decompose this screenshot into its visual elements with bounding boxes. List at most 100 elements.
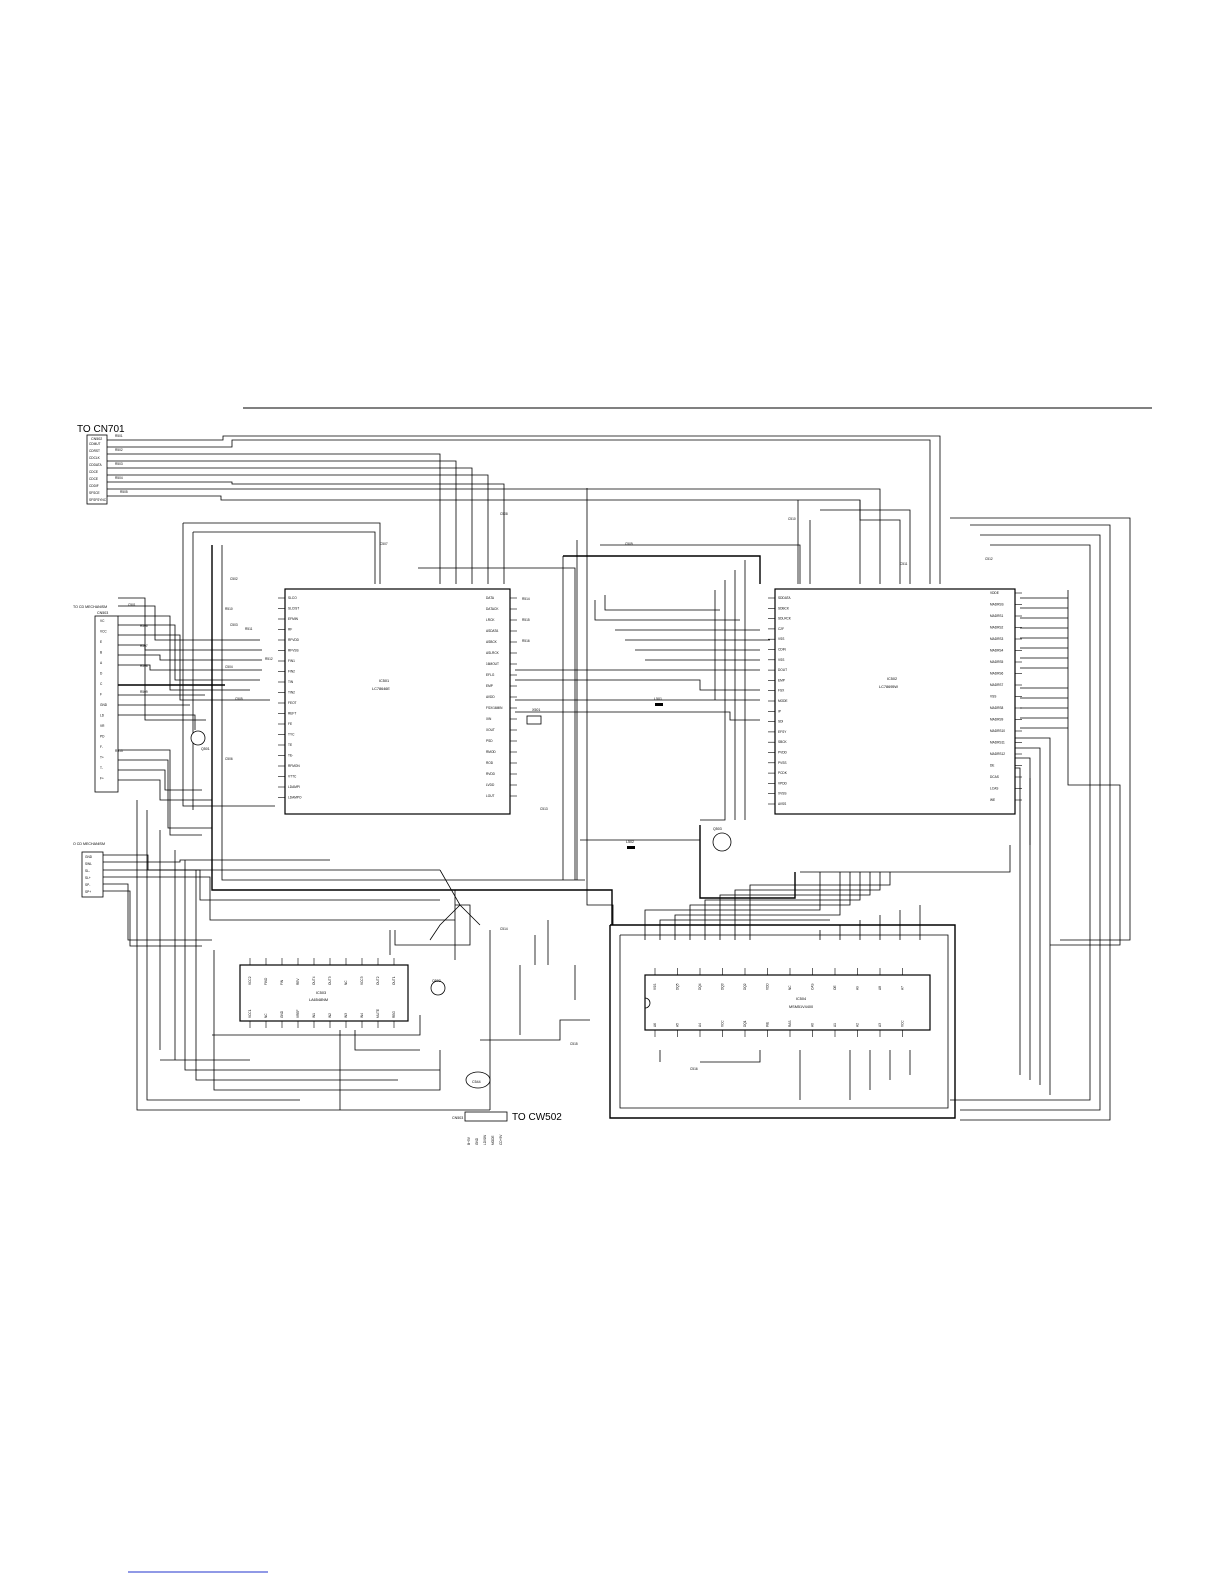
ic502-pin: WE: [990, 798, 995, 802]
ic502-pin: MADRSS: [990, 603, 1004, 607]
connector-mech1-pin: PD: [100, 735, 105, 739]
ic502-pin: LCAS: [990, 787, 998, 791]
connector-mech1-pin: B: [100, 651, 102, 655]
ic503-pin: MUTE: [376, 1009, 380, 1018]
ic504-pin: A1: [833, 1023, 837, 1027]
connector-mech1-pin: F: [100, 693, 102, 697]
ic503-pin: FWD: [264, 977, 268, 985]
capacitor-label: C508: [500, 512, 508, 516]
resistor-label: R512: [265, 657, 273, 661]
ic504-pin: VSS: [653, 984, 657, 990]
ic503-pin: OUT2: [376, 976, 380, 985]
connector-mech1: TO CD MECHANISM CN503 VCVCCEBADCFGNDLDVR…: [73, 605, 119, 793]
transistor-q503: Q503: [712, 827, 732, 852]
ic504-pin: A8: [878, 986, 882, 990]
connector-cw502-pin: MODE: [491, 1135, 495, 1145]
connector-cn701-pin: CDDIF: [89, 484, 99, 488]
ic501-pin: FIN2: [288, 670, 295, 674]
resistor-label: R509: [140, 690, 148, 694]
connector-cw502-pin: GND: [475, 1137, 479, 1145]
ic504-pin: A6: [653, 1023, 657, 1027]
ic502-pin: SBCK: [778, 740, 788, 744]
ic503-pin: REV: [296, 978, 300, 985]
ic502-pin: PVSS: [778, 761, 787, 765]
connector-mech1-pin: T-: [100, 766, 103, 770]
ic503-pin: VCC2: [248, 976, 252, 985]
ic503-pin: VCC3: [360, 976, 364, 985]
ic504-pin: DQ3: [721, 983, 725, 990]
ic504-ref: IC504: [796, 997, 806, 1001]
capacitor-label: C516: [690, 1067, 698, 1071]
ic502-pin: MODE: [778, 699, 788, 703]
ic501-pin: RFVSS: [288, 649, 299, 653]
connector-mech2-pin: SL-: [85, 869, 90, 873]
capacitor-label: C513: [540, 807, 548, 811]
transistor-q501: Q501: [190, 730, 210, 751]
ic502-pin: MADRS6: [990, 672, 1004, 676]
ic502-pin: SDBCK: [778, 606, 790, 610]
connector-mech1-pin: VCC: [100, 630, 107, 634]
l502-label: L502: [626, 840, 634, 844]
ic501-right-pins: DATADATACKLRCKASDATAASBCKASLRCK16MOUTEFL…: [486, 596, 517, 798]
ic502-pin: DOUT: [778, 668, 787, 672]
ic502-pin: MADRS2: [990, 626, 1004, 630]
ic501-pin: LOUT: [486, 794, 495, 798]
ic502-pin: C2F: [778, 627, 784, 631]
ic501-pin: EFLG: [486, 673, 495, 677]
capacitor-label: C511: [900, 562, 908, 566]
capacitor-label: C514: [500, 927, 508, 931]
ic502-pin: SDDATA: [778, 596, 791, 600]
resistor-label: R515: [522, 618, 530, 622]
capacitor-label: C512: [985, 557, 993, 561]
q502-label: Q502: [432, 979, 441, 983]
connector-cw502-pin: CD+5V: [499, 1134, 503, 1145]
ic502-pin: MADRS4: [990, 649, 1004, 653]
ic502-pin: MADRS11: [990, 741, 1005, 745]
resistor-label: R506: [140, 624, 148, 628]
ic504-pin: WE: [766, 1022, 770, 1027]
l501-label: L501: [654, 697, 662, 701]
resistor-label: R503: [115, 462, 123, 466]
capacitor-label: C501: [128, 603, 136, 607]
resistor-label: R507: [140, 644, 148, 648]
ic503-pin: NC: [344, 980, 348, 985]
connector-cw502-ref: CN503: [452, 1116, 463, 1120]
ic503-pin: OUT4: [312, 976, 316, 985]
ic503-pin: IN1: [312, 1013, 316, 1018]
ic502-ref: IC502: [887, 677, 897, 681]
ic504-pin: VCC: [901, 1020, 905, 1027]
resistor-label: R501: [115, 434, 123, 438]
ic501-pin: TYC: [288, 733, 295, 737]
ic501-pin: EFMIN: [288, 617, 299, 621]
connector-mech2-title: O CD MECHANISM: [73, 842, 105, 846]
ic504-pin: VCC: [721, 1020, 725, 1027]
transistor-q502: Q502: [430, 979, 446, 996]
ic501-pin: ASDATA: [486, 629, 499, 633]
ic503-pin: NC: [264, 1013, 268, 1018]
resistor-label: R504: [115, 476, 123, 480]
connector-cn701-pin: CDRST: [89, 449, 100, 453]
ic504-part: MSM51V4400: [789, 1005, 813, 1009]
connector-mech2-pin: GND: [85, 855, 93, 859]
ic502-pin: PVDD: [778, 751, 788, 755]
resistor-label: R508: [140, 664, 148, 668]
c544-label: C544: [472, 1080, 481, 1084]
connector-cn701-pin: CDCE: [89, 470, 98, 474]
ic501-pin: LDAMPI: [288, 785, 300, 789]
ic501-pin: ASLRCK: [486, 651, 500, 655]
ic503-pin: IN4: [360, 1013, 364, 1018]
ic501-pin: DATA: [486, 596, 495, 600]
ic501-pin: XOUT: [486, 728, 495, 732]
ic502-pin: VPDD: [778, 781, 788, 785]
connector-cn701-pin: CDDATA: [89, 463, 103, 467]
ic501-pin: LDAMPO: [288, 796, 302, 800]
ic502-pin: VSS: [778, 637, 784, 641]
connector-mech1-pin: C: [100, 682, 103, 686]
capacitor-label: C509: [625, 542, 633, 546]
connector-cn701-pins: CDMUTCDRSTCDCLKCDDATACDCECDCECDDIFSFSCES…: [89, 442, 107, 502]
ic504-pin: A3: [878, 1023, 882, 1027]
ic503-pin: FIN: [280, 979, 284, 985]
